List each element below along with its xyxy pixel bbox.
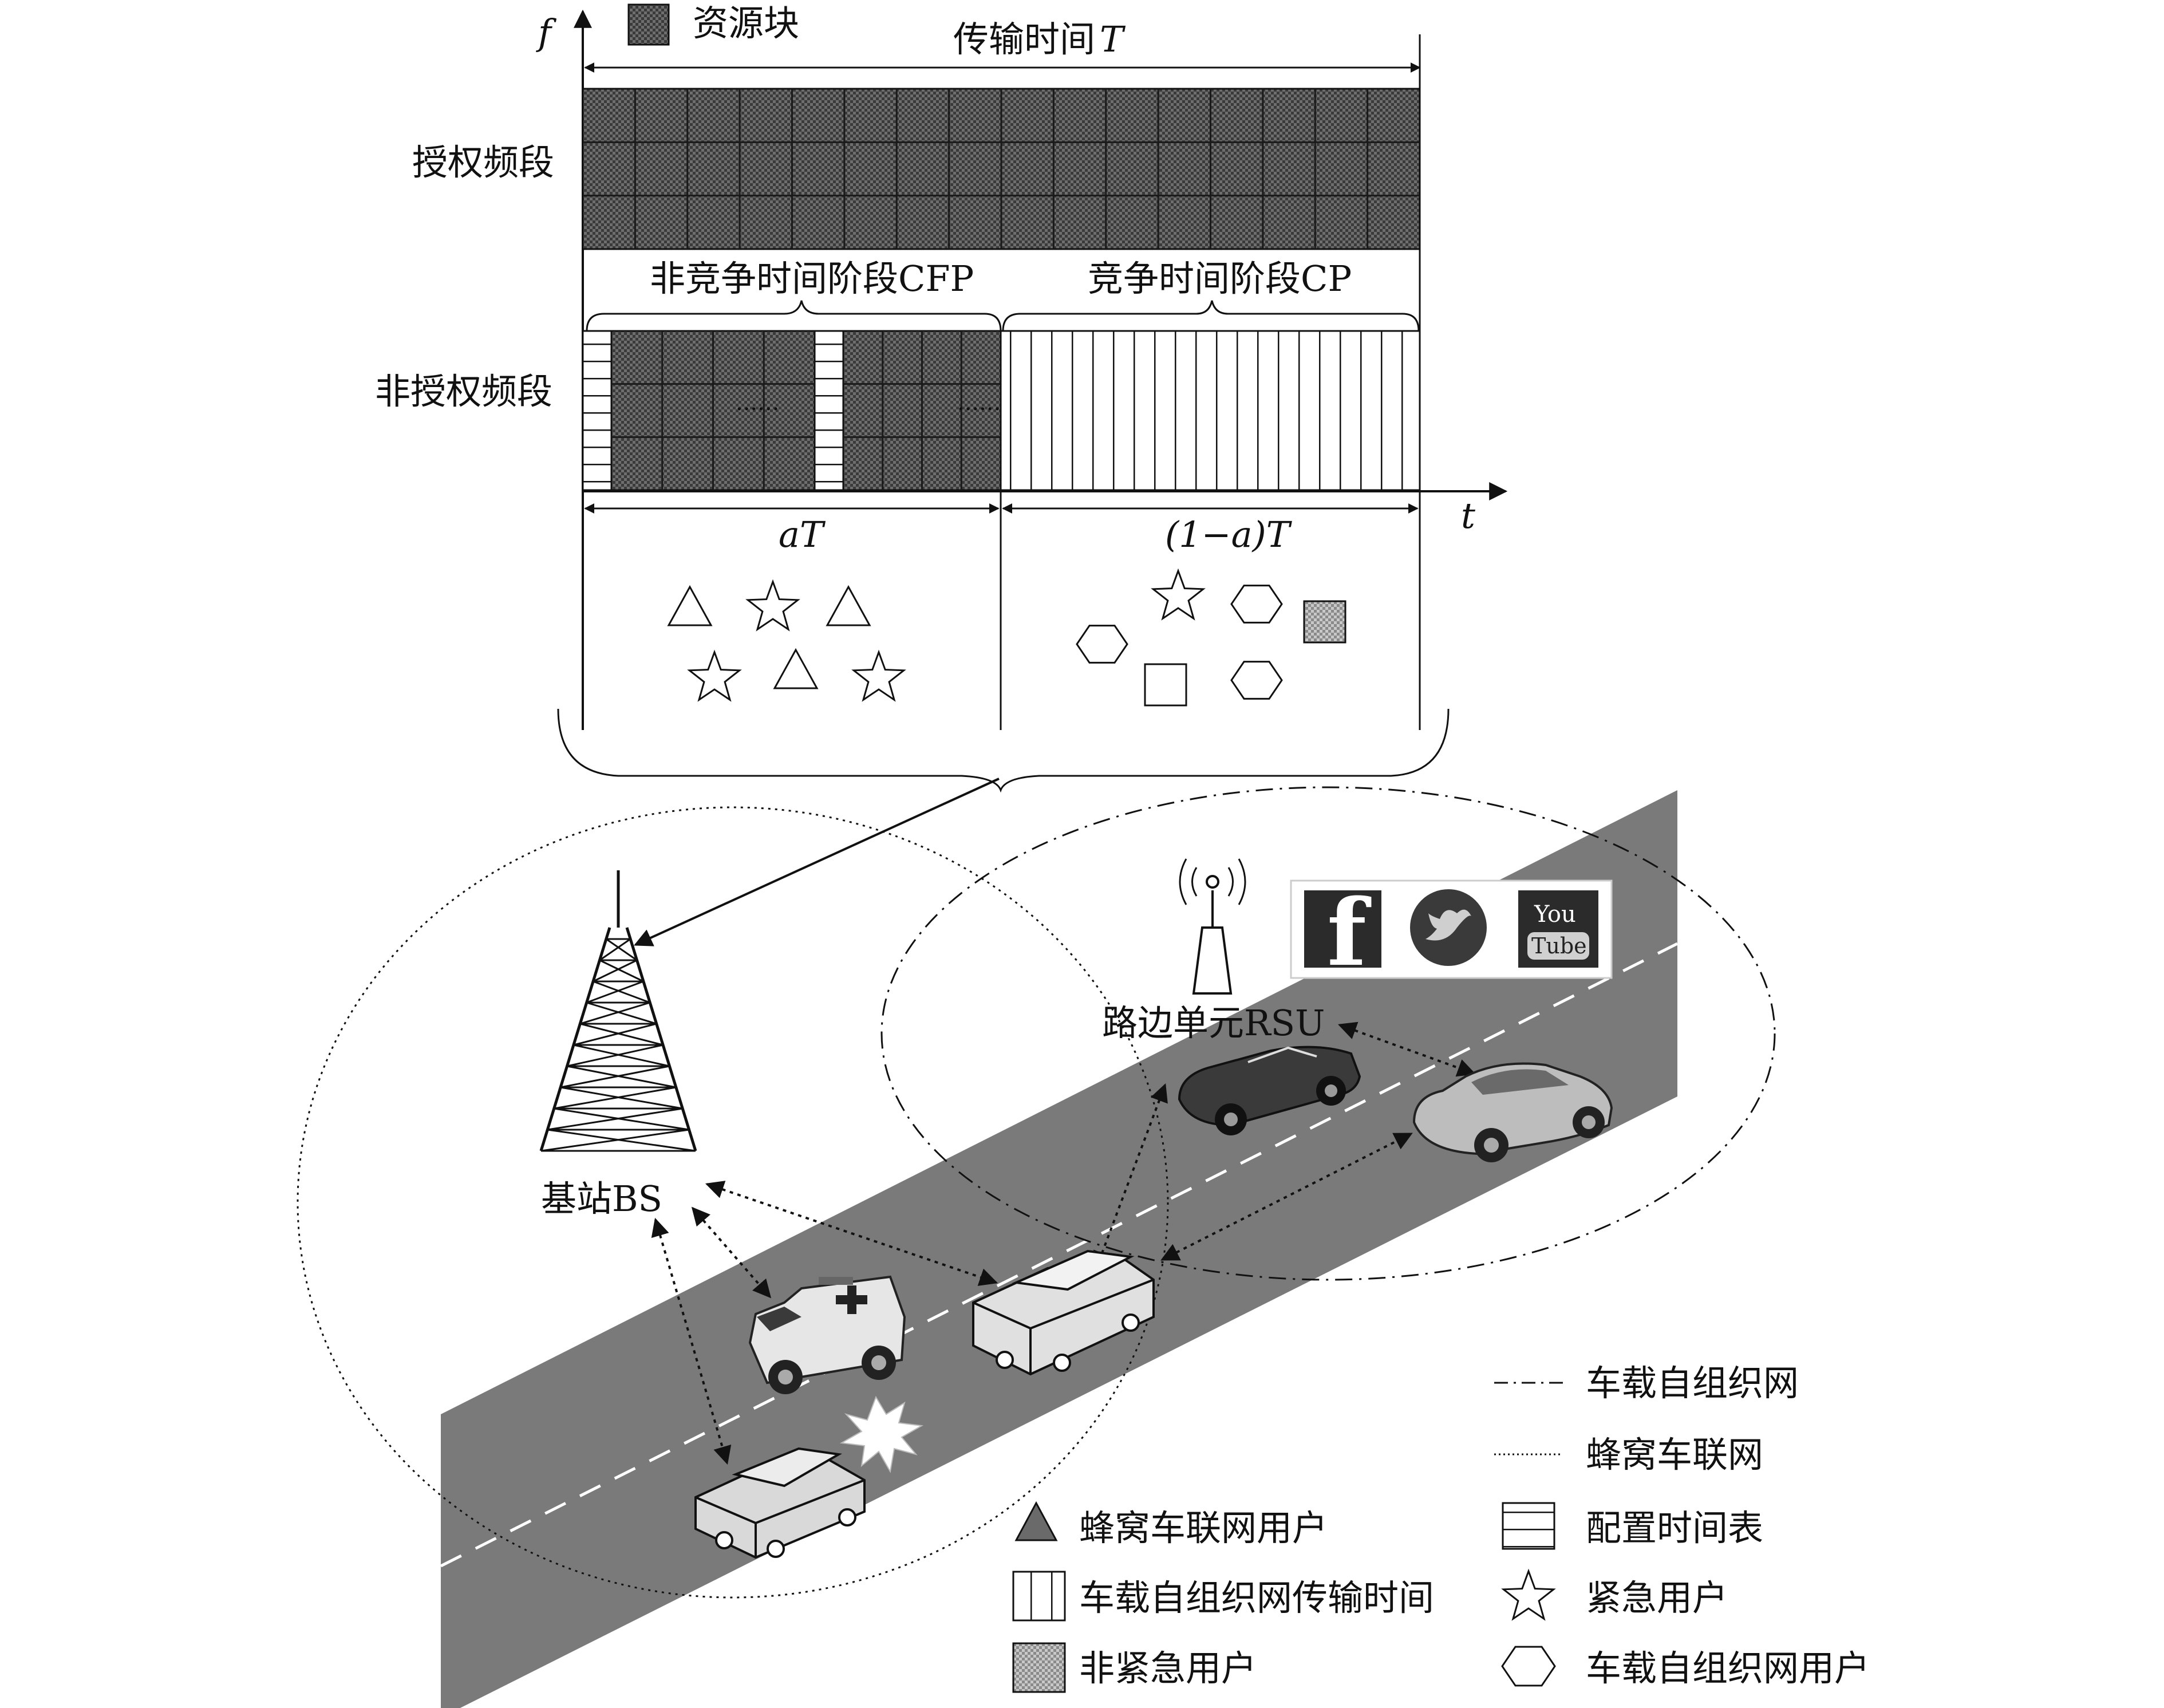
communication-links	[651, 1021, 1476, 1465]
crashed-car	[694, 1447, 866, 1559]
ambulance	[748, 1275, 906, 1394]
facebook-letter: f	[1327, 879, 1372, 987]
cfp-brace	[586, 300, 1002, 332]
vanet-user-icon	[1230, 585, 1283, 624]
resource-block-swatch	[627, 3, 670, 46]
legend-schedule-icon	[1502, 1502, 1555, 1550]
youtube-text-bottom: Tube	[1531, 933, 1587, 958]
brace-to-bs-arrow	[634, 778, 1000, 946]
urgent-user-icon	[687, 649, 742, 702]
at-label: aT	[779, 514, 826, 555]
legend-vanet-line: 车载自组织网	[1586, 1362, 1799, 1404]
crash-burst-icon	[839, 1395, 924, 1473]
legend-non-urgent-icon	[1012, 1642, 1066, 1693]
bs-box-car-link	[705, 1181, 998, 1286]
urgent-user-icon	[745, 579, 800, 632]
licensed-band-label: 授权频段	[412, 141, 554, 183]
legend-cellular-line: 蜂窝车联网	[1586, 1434, 1763, 1476]
cfp-ellipsis-2: ······	[957, 396, 1001, 423]
urgent-square-icon	[1144, 663, 1187, 707]
cellular-user-icon	[667, 585, 713, 626]
vanet-coverage	[880, 786, 1776, 1281]
legend-vanet-tx-icon	[1012, 1571, 1066, 1622]
cellular-user-icon	[773, 648, 819, 689]
one-minus-at-label: (1−a)T	[1165, 514, 1293, 555]
legend-schedule: 配置时间表	[1586, 1507, 1763, 1549]
app-icons-panel: f You Tube	[1290, 879, 1613, 987]
youtube-text-top: You	[1534, 901, 1576, 928]
resource-block-label: 资源块	[693, 2, 799, 44]
base-station-tower	[539, 870, 697, 1152]
urgent-user-icon	[1151, 568, 1206, 621]
cfp-ellipsis-1: ······	[736, 396, 779, 423]
vanet-user-icon	[1076, 625, 1128, 664]
base-station-label: 基站BS	[541, 1178, 662, 1220]
legend-vanet-tx-time: 车载自组织网传输时间	[1079, 1577, 1434, 1619]
urgent-user-icon	[851, 649, 906, 702]
t-axis-label: t	[1461, 495, 1475, 537]
cp-brace	[1002, 300, 1420, 332]
facebook-icon	[1304, 890, 1381, 968]
box-car-center	[972, 1249, 1155, 1376]
cfp-users	[667, 579, 906, 702]
unlicensed-band: ······ ······	[582, 330, 1421, 491]
rsu-antenna	[1179, 858, 1246, 995]
sports-car	[1178, 1046, 1361, 1135]
legend-vanet-user: 车载自组织网用户	[1586, 1647, 1870, 1689]
box-car-rsu-link	[1093, 1083, 1168, 1270]
vanet-transmission-block	[1000, 330, 1421, 491]
f-axis-label: f	[536, 11, 557, 53]
non-urgent-user-icon	[1303, 600, 1346, 644]
legend-urgent-user: 紧急用户	[1586, 1577, 1728, 1619]
box-car-silver-car-link	[1160, 1133, 1413, 1261]
cp-label: 竞争时间阶段CP	[1088, 258, 1352, 299]
cfp-label: 非竞争时间阶段CFP	[650, 258, 974, 299]
bottom-brace	[557, 708, 1450, 793]
legend-cellular-user-icon	[1014, 1501, 1058, 1541]
schedule-slot-2	[814, 330, 844, 491]
unlicensed-band-label: 非授权频段	[375, 370, 552, 412]
schedule-slot-1	[582, 330, 613, 491]
legend-non-urgent-user: 非紧急用户	[1079, 1647, 1257, 1689]
road-scene: 基站BS 路边单元RSU f You Tube	[297, 778, 1776, 1708]
rsu-label: 路边单元RSU	[1102, 1002, 1325, 1044]
legend: 车载自组织网 蜂窝车联网 蜂窝车联网用户 配置时间表 车载自组织网传输时间 紧急…	[1012, 1362, 1870, 1693]
vanet-user-icon	[1230, 661, 1283, 700]
legend-cellular-user: 蜂窝车联网用户	[1079, 1507, 1328, 1549]
cp-users	[1076, 568, 1346, 707]
legend-urgent-user-icon	[1501, 1568, 1556, 1621]
silver-sedan	[1412, 1062, 1613, 1162]
legend-vanet-user-icon	[1501, 1646, 1556, 1687]
bs-crash-car-link	[651, 1217, 732, 1465]
cellular-user-icon	[826, 585, 871, 626]
